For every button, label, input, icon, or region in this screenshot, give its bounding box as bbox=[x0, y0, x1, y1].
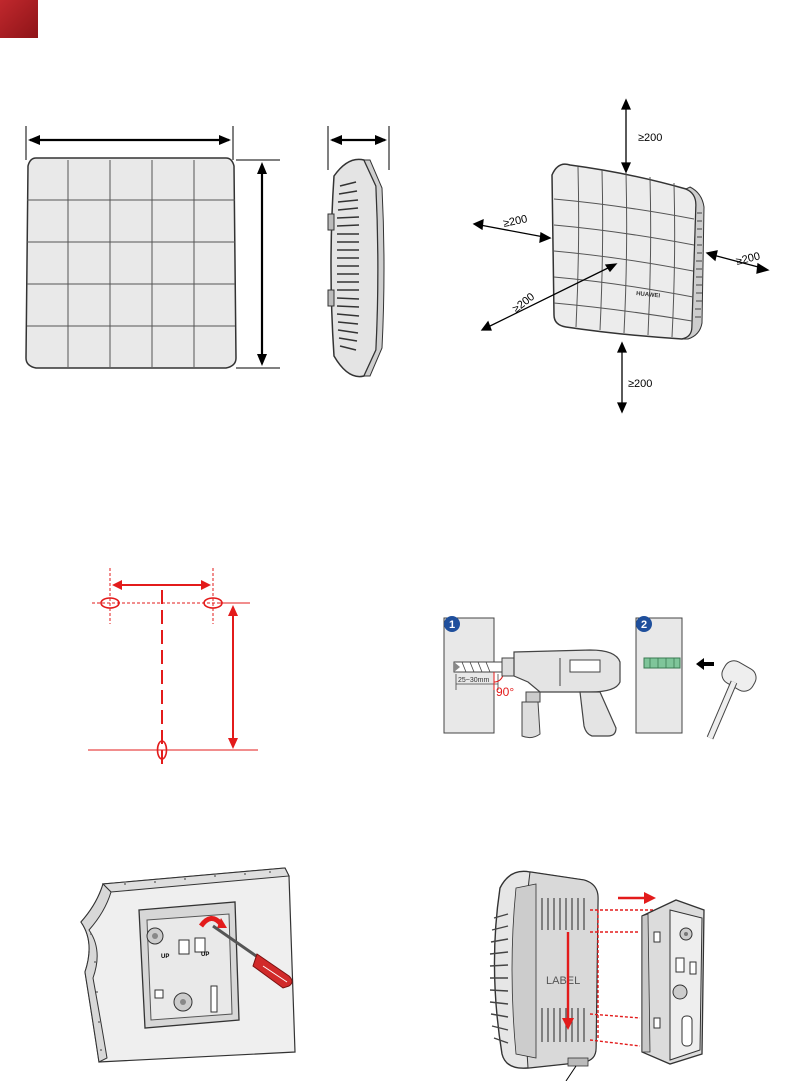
wall-anchor bbox=[644, 658, 680, 668]
clearance-bottom: ≥200 bbox=[628, 378, 652, 390]
rear-mounting-plate bbox=[642, 900, 704, 1064]
svg-text:2: 2 bbox=[641, 619, 647, 631]
plate-up-label-left: UP bbox=[161, 954, 169, 960]
brand-corner-tab bbox=[0, 0, 38, 38]
drill-figure: 1 25~30mm 90° 2 bbox=[440, 612, 760, 747]
ap-hang-figure: LABEL bbox=[480, 858, 730, 1081]
ap-perspective-view: HUAWEI bbox=[552, 164, 704, 339]
plate-install-figure: UP UP bbox=[75, 862, 305, 1072]
hole-template-figure bbox=[80, 560, 280, 780]
power-drill-icon bbox=[502, 650, 620, 738]
mounting-plate: UP UP bbox=[139, 902, 239, 1028]
ap-side-view bbox=[328, 159, 384, 376]
dimension-figure bbox=[0, 90, 400, 390]
drill-depth-label: 25~30mm bbox=[458, 677, 489, 684]
clearance-top: ≥200 bbox=[638, 132, 662, 144]
clearance-left: ≥200 bbox=[502, 213, 528, 230]
plate-up-label-right: UP bbox=[201, 952, 209, 958]
hammer-icon bbox=[710, 657, 760, 738]
ap-front-view bbox=[26, 158, 236, 368]
clearance-front: ≥200 bbox=[510, 291, 537, 315]
svg-text:1: 1 bbox=[449, 619, 455, 631]
ap-rear-view: LABEL bbox=[490, 871, 598, 1081]
clearance-figure: HUAWEI ≥200 ≥200 ≥200 ≥200 ≥200 bbox=[420, 95, 789, 420]
rear-label: LABEL bbox=[546, 975, 580, 987]
push-arrow-icon bbox=[696, 658, 714, 670]
drill-angle-label: 90° bbox=[496, 685, 514, 699]
